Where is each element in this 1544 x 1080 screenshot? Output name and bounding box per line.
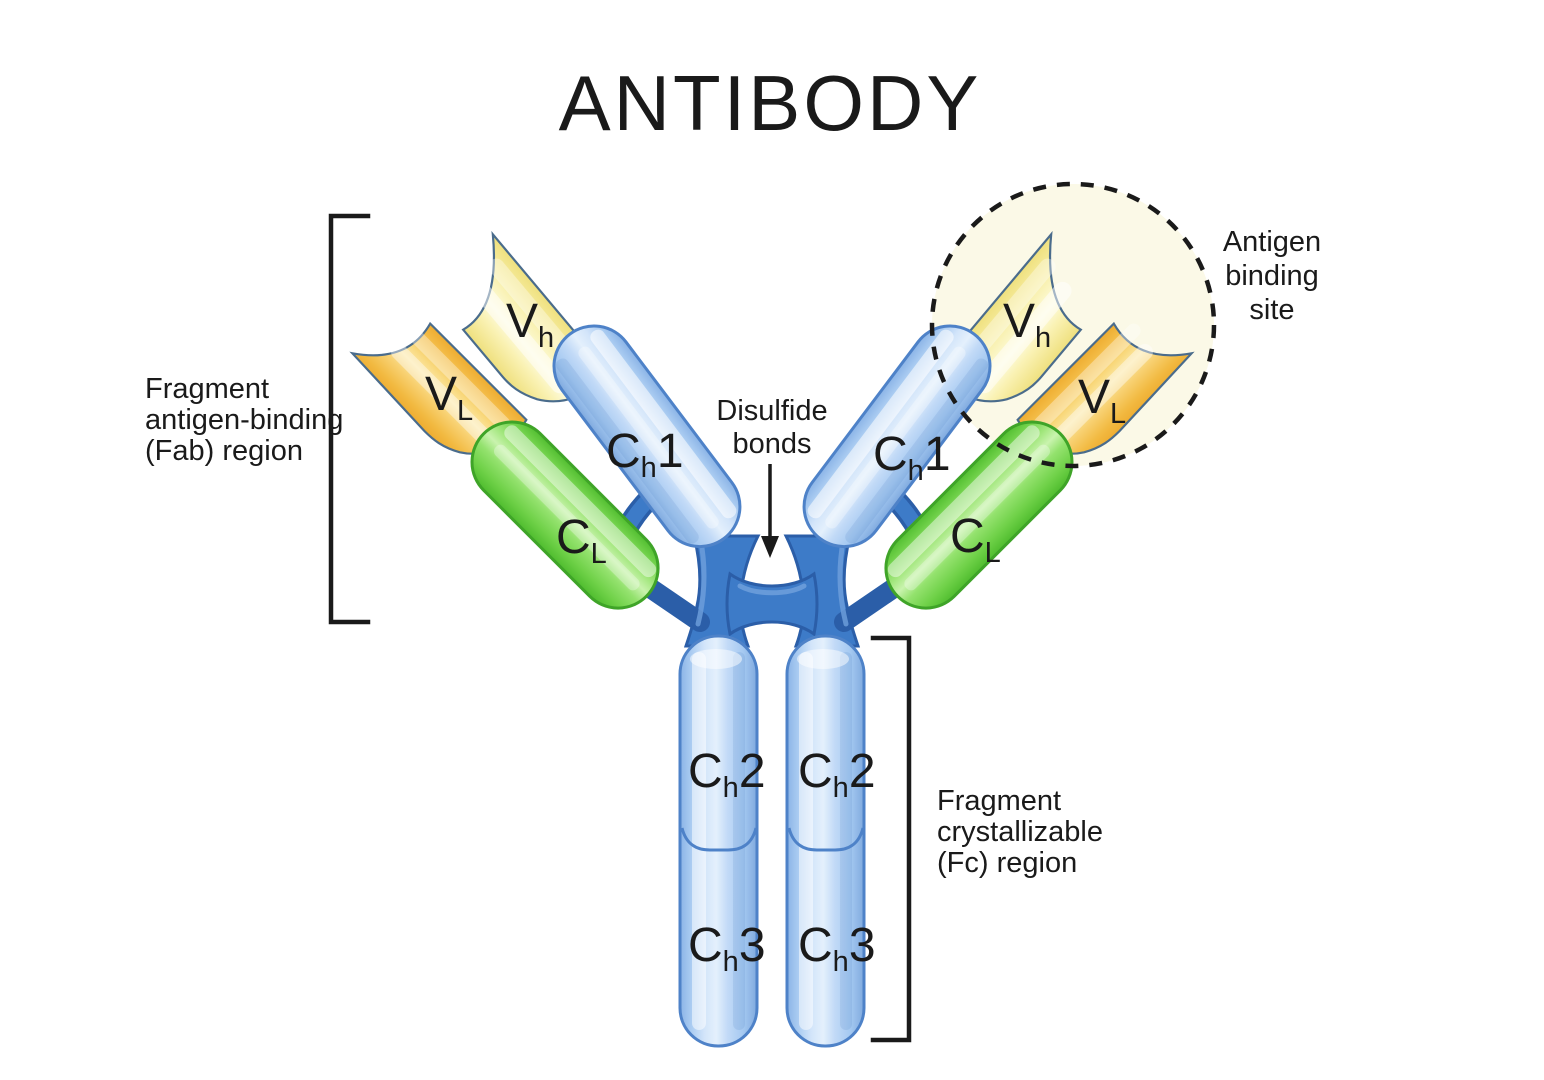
fab-region-label-line1: Fragment	[145, 373, 269, 405]
column-cap-sheen	[797, 649, 849, 669]
ch2-label-left: Ch2	[688, 745, 766, 804]
page-title: ANTIBODY	[559, 59, 982, 147]
fc-region-label-line1: Fragment	[937, 785, 1061, 817]
fc-bracket	[870, 635, 912, 1043]
ch3-domain-left	[678, 634, 759, 1048]
hinge-region	[630, 534, 914, 648]
stalk-highlight-right	[837, 545, 849, 627]
fc-region-label-line2: crystallizable	[937, 816, 1103, 848]
fab-region-label-line2: antigen-binding	[145, 404, 343, 436]
ch1-label-right: Ch1	[873, 428, 951, 487]
arrow-head	[761, 536, 779, 558]
vl-label-right: VL	[1078, 371, 1126, 430]
fab-bracket	[328, 213, 371, 625]
ch3-label-left: Ch3	[688, 919, 766, 978]
disulfide-label-line1: Disulfide	[716, 395, 827, 427]
cl-domain-left	[470, 420, 660, 610]
domain-labels: Vh VL Ch1 CL Vh VL Ch1 CL Ch2 Ch2 Ch3 Ch…	[425, 295, 1126, 978]
fc-columns	[678, 634, 866, 1048]
ch2-ch3-divider-right	[787, 827, 865, 852]
ch1-domain-left	[552, 324, 742, 549]
ch3-label-right: Ch3	[798, 919, 876, 978]
cl-highlight	[504, 425, 657, 578]
vh-label-right: Vh	[1003, 295, 1051, 354]
crossbar-highlight	[737, 583, 807, 596]
vl-label-left: VL	[425, 368, 473, 427]
fab-arm-left	[349, 230, 742, 610]
fc-region-label-line3: (Fc) region	[937, 847, 1077, 879]
ch1-label-left: Ch1	[606, 425, 684, 484]
disulfide-label-line2: bonds	[732, 428, 811, 460]
column-shade	[840, 652, 852, 1030]
column-shade	[733, 652, 745, 1030]
fab-region-label-line3: (Fab) region	[145, 435, 303, 467]
vh-label-left: Vh	[506, 295, 554, 354]
vh-highlight	[472, 281, 569, 394]
disulfide-arrow	[761, 464, 779, 558]
antigen-binding-site-circle	[929, 181, 1217, 469]
ch1-highlight	[590, 329, 737, 519]
antigen-site-label-line1: Antigen	[1223, 226, 1321, 258]
column-highlight	[799, 652, 813, 1030]
heavy-chain-fc-left	[678, 634, 759, 1048]
cl-label-left: CL	[556, 511, 607, 570]
vl-highlight	[403, 323, 511, 431]
column-cap-sheen	[690, 649, 742, 669]
antigen-site-label-line3: site	[1249, 294, 1294, 326]
vl-highlight	[391, 343, 494, 447]
cl-label-right: CL	[950, 510, 1001, 569]
column-highlight	[692, 652, 706, 1030]
ch1-shade	[555, 358, 699, 544]
disulfide-crossbar	[725, 571, 819, 637]
cl-highlight	[493, 444, 640, 591]
ch2-ch3-divider-left	[680, 827, 758, 852]
ch1-highlight	[578, 346, 719, 529]
vl-domain-left	[349, 321, 528, 455]
ch3-domain-right	[785, 634, 866, 1048]
stalk-highlight-left	[695, 545, 707, 627]
annotations: Fragment antigen-binding (Fab) region Fr…	[145, 226, 1321, 879]
antigen-site-label-line2: binding	[1225, 260, 1319, 292]
ch2-label-right: Ch2	[798, 745, 876, 804]
heavy-chain-fc-right	[785, 634, 866, 1048]
